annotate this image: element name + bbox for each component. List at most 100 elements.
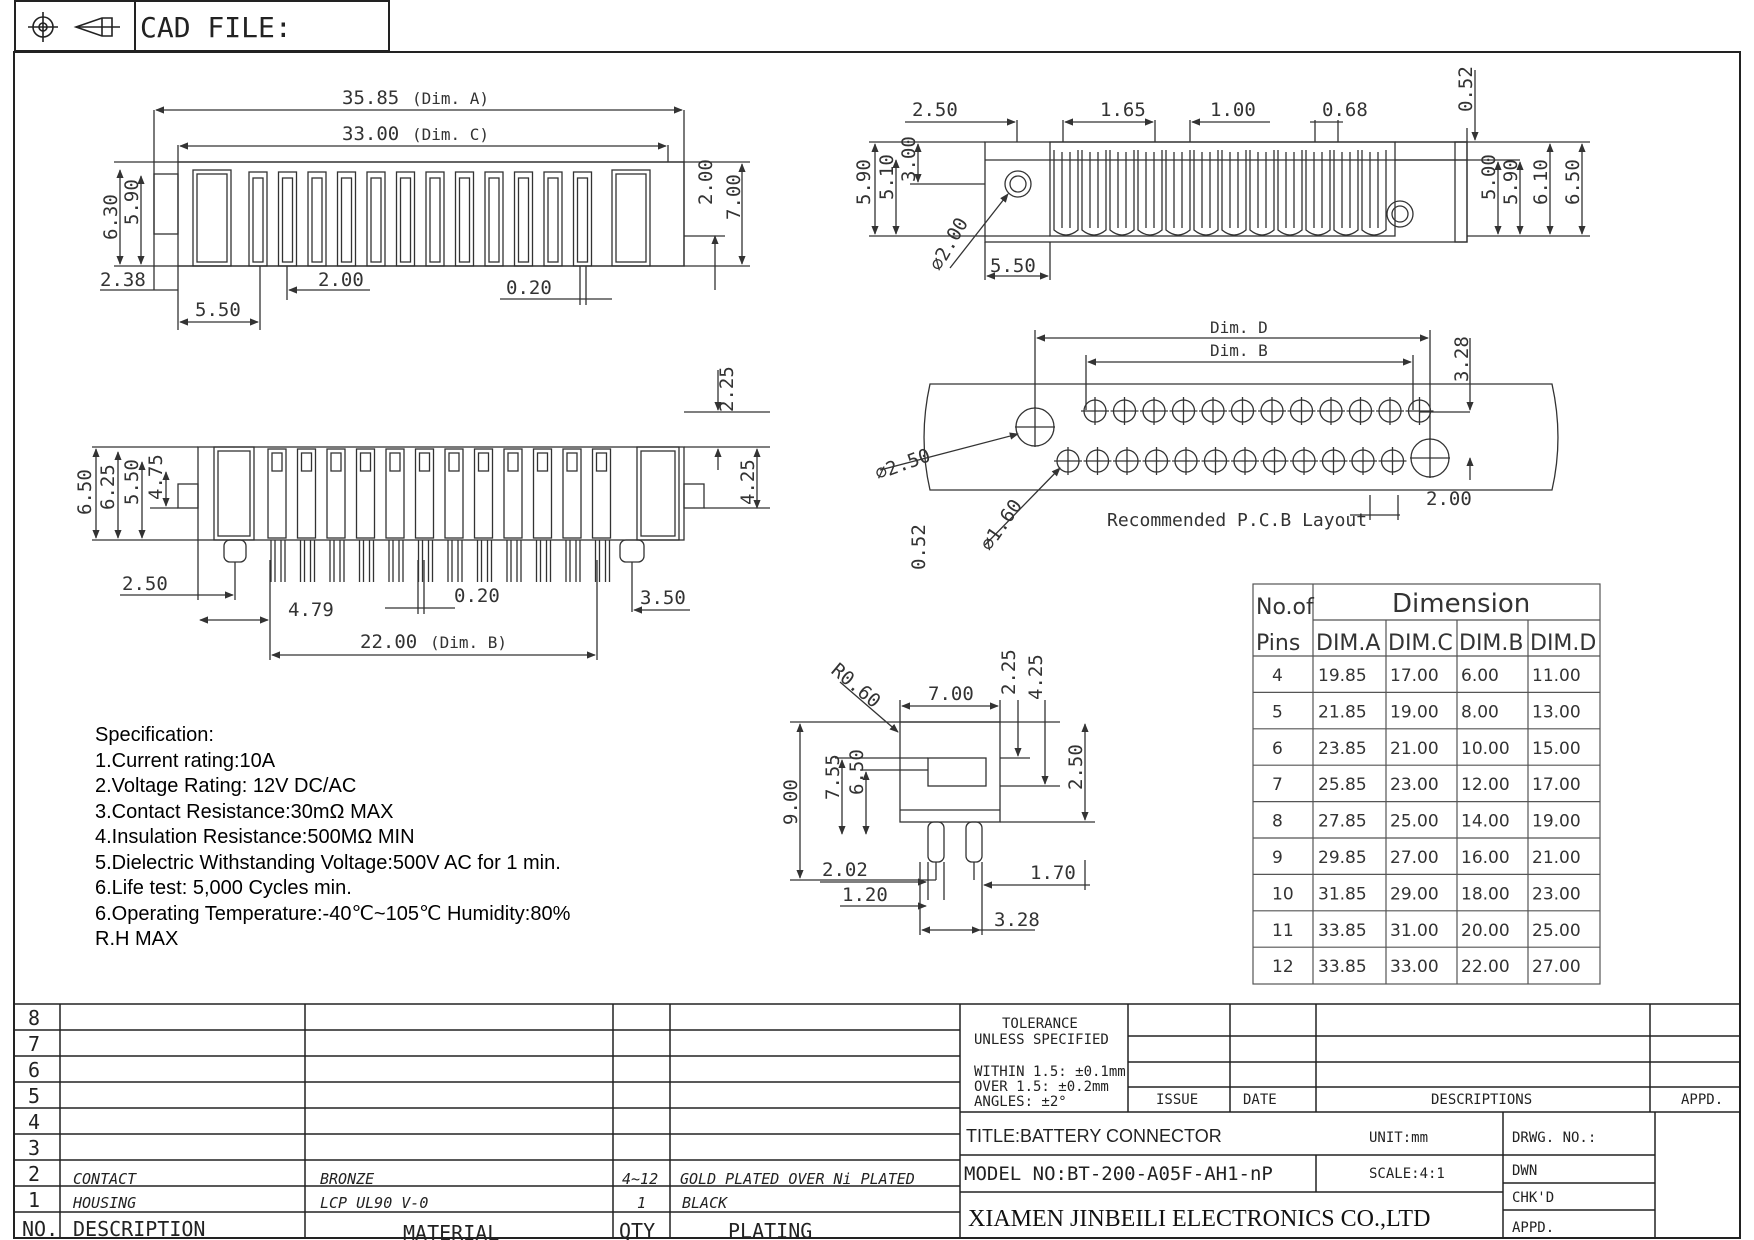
table-cell: 19.00	[1532, 812, 1581, 832]
table-cell: 23.00	[1390, 775, 1439, 795]
model-number: MODEL NO:BT-200-A05F-AH1-nP	[964, 1163, 1273, 1185]
contact-slot	[591, 448, 612, 539]
pcb-caption: Recommended P.C.B Layout	[1107, 510, 1367, 531]
bom-header-no: NO.	[22, 1217, 58, 1240]
dim-label: (Dim. C)	[412, 125, 489, 144]
dim-label: R0.60	[827, 659, 885, 713]
table-cell: 33.85	[1318, 957, 1367, 977]
contact-slot	[248, 171, 268, 267]
dim-label: 2.38	[100, 269, 146, 291]
dim-label: 2.00	[318, 269, 364, 291]
table-cell: 7	[1272, 775, 1283, 795]
contact-profile	[1305, 150, 1331, 236]
spec-line: 4.Insulation Resistance:500MΩ MIN	[95, 826, 415, 848]
dim-label: ⌀2.50	[872, 444, 933, 484]
dimension-table	[1252, 583, 1601, 985]
front-view-latch	[683, 483, 705, 509]
dim-label: 5.50	[195, 299, 241, 321]
bom-row-number: 8	[28, 1006, 40, 1030]
bom-row-number: 4	[28, 1110, 40, 1134]
contact-slot-inner	[517, 177, 530, 263]
dim-label: (Dim. B)	[430, 633, 507, 652]
contact-profile	[1193, 150, 1219, 236]
table-cell: 17.00	[1390, 666, 1439, 686]
drawing-title: TITLE:BATTERY CONNECTOR	[966, 1126, 1222, 1146]
contact-slot	[513, 171, 534, 267]
table-cell: 14.00	[1461, 812, 1510, 832]
dim-label: 3.50	[640, 587, 686, 609]
spec-line: 1.Current rating:10A	[95, 749, 276, 772]
bom-header-description: DESCRIPTION	[73, 1217, 205, 1240]
table-cell: 9	[1272, 848, 1283, 868]
tolerance-within: WITHIN 1.5: ±0.1mm	[974, 1064, 1126, 1080]
contact-slot-inner	[370, 177, 382, 263]
descriptions-label: DESCRIPTIONS	[1431, 1092, 1532, 1108]
cad-file-label: CAD FILE:	[140, 11, 292, 44]
projection-symbol	[16, 2, 136, 50]
contact-profile	[1333, 150, 1359, 236]
tolerance-label: UNLESS SPECIFIED	[974, 1032, 1109, 1048]
table-title: Dimension	[1392, 589, 1530, 619]
contact-slot	[355, 448, 376, 539]
dim-label: 3.28	[994, 909, 1040, 931]
unit-label: UNIT:mm	[1369, 1130, 1428, 1146]
dim-label: 2.00	[695, 159, 717, 205]
contact-slot-inner	[252, 177, 264, 263]
contact-slot	[454, 171, 475, 267]
contact-window	[330, 452, 342, 472]
table-cell: 10.00	[1461, 739, 1510, 759]
contact-slot-inner	[488, 177, 500, 263]
dim-label: 2.25	[998, 649, 1020, 695]
table-col-bottom: Pins	[1256, 631, 1300, 656]
dim-label: 6.50	[74, 469, 96, 515]
top-view-outline	[153, 161, 685, 267]
contact-slot	[385, 448, 405, 539]
table-cell: 17.00	[1532, 775, 1581, 795]
table-cell: 27.85	[1318, 812, 1367, 832]
dimension-table-text: No.of Pins Dimension DIM.A DIM.C DIM.B D…	[1256, 589, 1596, 977]
table-cell: 11.00	[1532, 666, 1581, 686]
contact-slot-inner	[340, 177, 353, 263]
table-cell: 15.00	[1532, 739, 1581, 759]
tolerance-over: OVER 1.5: ±0.2mm	[974, 1079, 1109, 1095]
title-block-text: TOLERANCE UNLESS SPECIFIED WITHIN 1.5: ±…	[964, 1016, 1723, 1236]
table-cell: 33.00	[1390, 957, 1439, 977]
contact-profile	[1081, 150, 1107, 236]
bom-description: HOUSING	[72, 1194, 136, 1212]
contact-slot	[543, 171, 563, 267]
bom-plating: BLACK	[682, 1194, 728, 1212]
table-cell: 33.85	[1318, 921, 1367, 941]
contact-slot-inner	[311, 177, 323, 263]
front-view-post	[223, 539, 247, 563]
table-cell: 25.00	[1532, 921, 1581, 941]
bom-row-number: 2	[28, 1162, 40, 1186]
dim-label: 5.50	[990, 255, 1036, 277]
dim-label: 1.00	[1210, 99, 1256, 121]
bom-row-number: 6	[28, 1058, 40, 1082]
table-cell: 23.00	[1532, 884, 1581, 904]
contact-slot	[277, 171, 298, 267]
contact-slot	[414, 448, 435, 539]
contact-profile	[1053, 150, 1079, 236]
top-view-latch	[153, 173, 179, 235]
contact-profile	[1249, 150, 1275, 236]
dim-label: 6.50	[1562, 159, 1584, 205]
front-view-post	[619, 539, 645, 563]
contact-slot-inner	[281, 177, 294, 263]
table-cell: 19.00	[1390, 702, 1439, 722]
dim-label: Dim. D	[1210, 318, 1268, 337]
dim-label: 0.52	[908, 524, 930, 570]
front-view-end-slot-inner	[217, 450, 251, 537]
table-cell: 20.00	[1461, 921, 1510, 941]
contact-window	[536, 452, 549, 472]
contact-profile	[1361, 150, 1387, 236]
contact-window	[595, 452, 608, 472]
contact-slot	[296, 448, 317, 539]
table-cell: 16.00	[1461, 848, 1510, 868]
dim-label: 0.20	[454, 585, 500, 607]
table-cell: 29.85	[1318, 848, 1367, 868]
table-cell: 4	[1272, 666, 1283, 686]
table-cell: 6	[1272, 739, 1283, 759]
bom-material: LCP UL90 V-0	[320, 1194, 428, 1212]
front-view-end-slot-inner	[640, 450, 676, 537]
